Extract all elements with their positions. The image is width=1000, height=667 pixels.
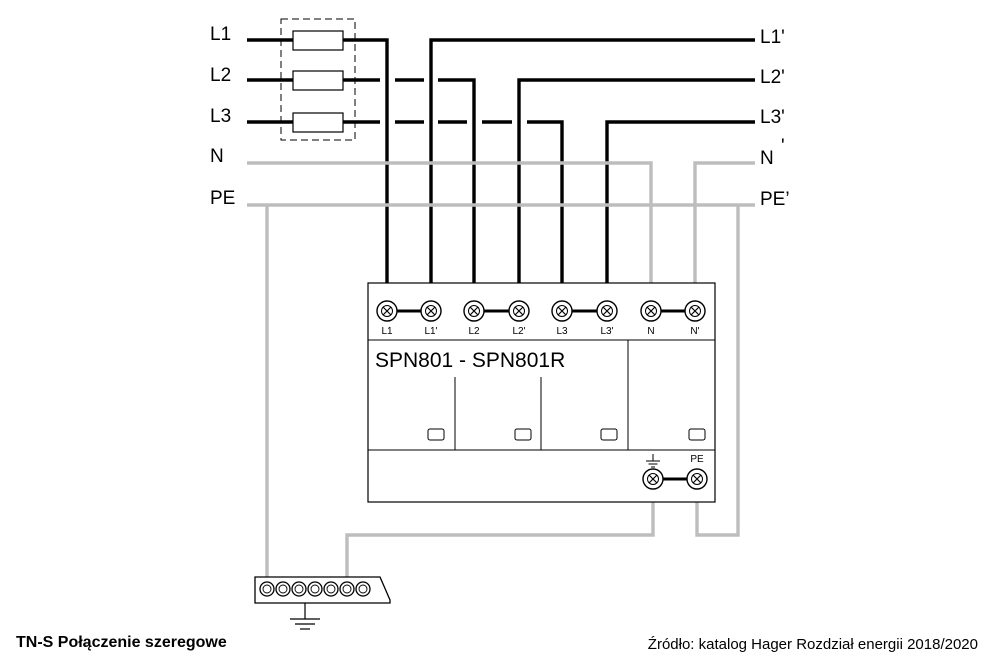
terminal-screw-n (640, 300, 662, 322)
terminal-screw-l3 (551, 300, 573, 322)
pe-terminal-label: PE (690, 454, 704, 465)
output-label-n-mark: ' (781, 136, 785, 157)
wire-l1-in (247, 38, 389, 300)
terminal-label: L2 (468, 326, 480, 337)
status-indicator (514, 428, 532, 441)
output-label-l3: L3' (760, 107, 785, 128)
output-label-n: N (760, 148, 774, 169)
input-label-pe: PE (210, 188, 235, 209)
source-note: Źródło: katalog Hager Rozdział energii 2… (647, 636, 978, 653)
status-indicator (427, 428, 445, 441)
terminal-screw-l1-out (420, 300, 442, 322)
device-model-label: SPN801 - SPN801R (375, 349, 565, 372)
ground-icon (290, 603, 320, 630)
terminal-screw-n-out (684, 300, 706, 322)
status-indicator (688, 428, 706, 441)
wire-l3-out (605, 120, 755, 300)
diagram-caption: TN-S Połączenie szeregowe (16, 634, 227, 651)
output-label-l2: L2' (760, 67, 785, 88)
terminal-label: N (647, 326, 654, 337)
fuse-l3 (292, 112, 344, 133)
terminal-label: L3' (600, 326, 613, 337)
terminal-screw-l3-out (596, 300, 618, 322)
input-label-l2: L2 (210, 65, 231, 86)
terminal-label: L2' (512, 326, 525, 337)
wire-n-in (247, 161, 653, 300)
earth-icon (646, 454, 660, 468)
terminal-screw-l2-out (508, 300, 530, 322)
fuse-l2 (292, 70, 344, 91)
terminal-label: L3 (556, 326, 568, 337)
fuse-l1 (292, 30, 344, 51)
terminal-screw-l2 (463, 300, 485, 322)
wire-earth-to-bar (345, 490, 655, 577)
wire-l2-in (247, 78, 476, 300)
wire-pe-out (695, 205, 740, 537)
input-label-l1: L1 (210, 24, 231, 45)
input-label-l3: L3 (210, 106, 231, 127)
wire-n-out (693, 161, 755, 300)
terminal-screw-pe (686, 468, 708, 490)
status-indicator (600, 428, 618, 441)
bar-screw (323, 581, 339, 597)
bar-screw (355, 581, 371, 597)
wire-l3-in (247, 120, 564, 300)
bar-screw (259, 581, 275, 597)
bar-screw (275, 581, 291, 597)
input-label-n: N (210, 146, 224, 167)
bar-screw (307, 581, 323, 597)
terminal-screw-l1 (376, 300, 398, 322)
terminal-label: N' (690, 326, 699, 337)
terminal-label: L1' (424, 326, 437, 337)
terminal-screw-earth (642, 468, 664, 490)
terminal-label: L1 (381, 326, 393, 337)
bar-screw (339, 581, 355, 597)
wire-l2-out (517, 78, 755, 300)
wire-l1-out (429, 38, 755, 300)
output-label-l1: L1' (760, 27, 785, 48)
bar-screw (291, 581, 307, 597)
output-label-pe: PE’ (760, 189, 790, 210)
